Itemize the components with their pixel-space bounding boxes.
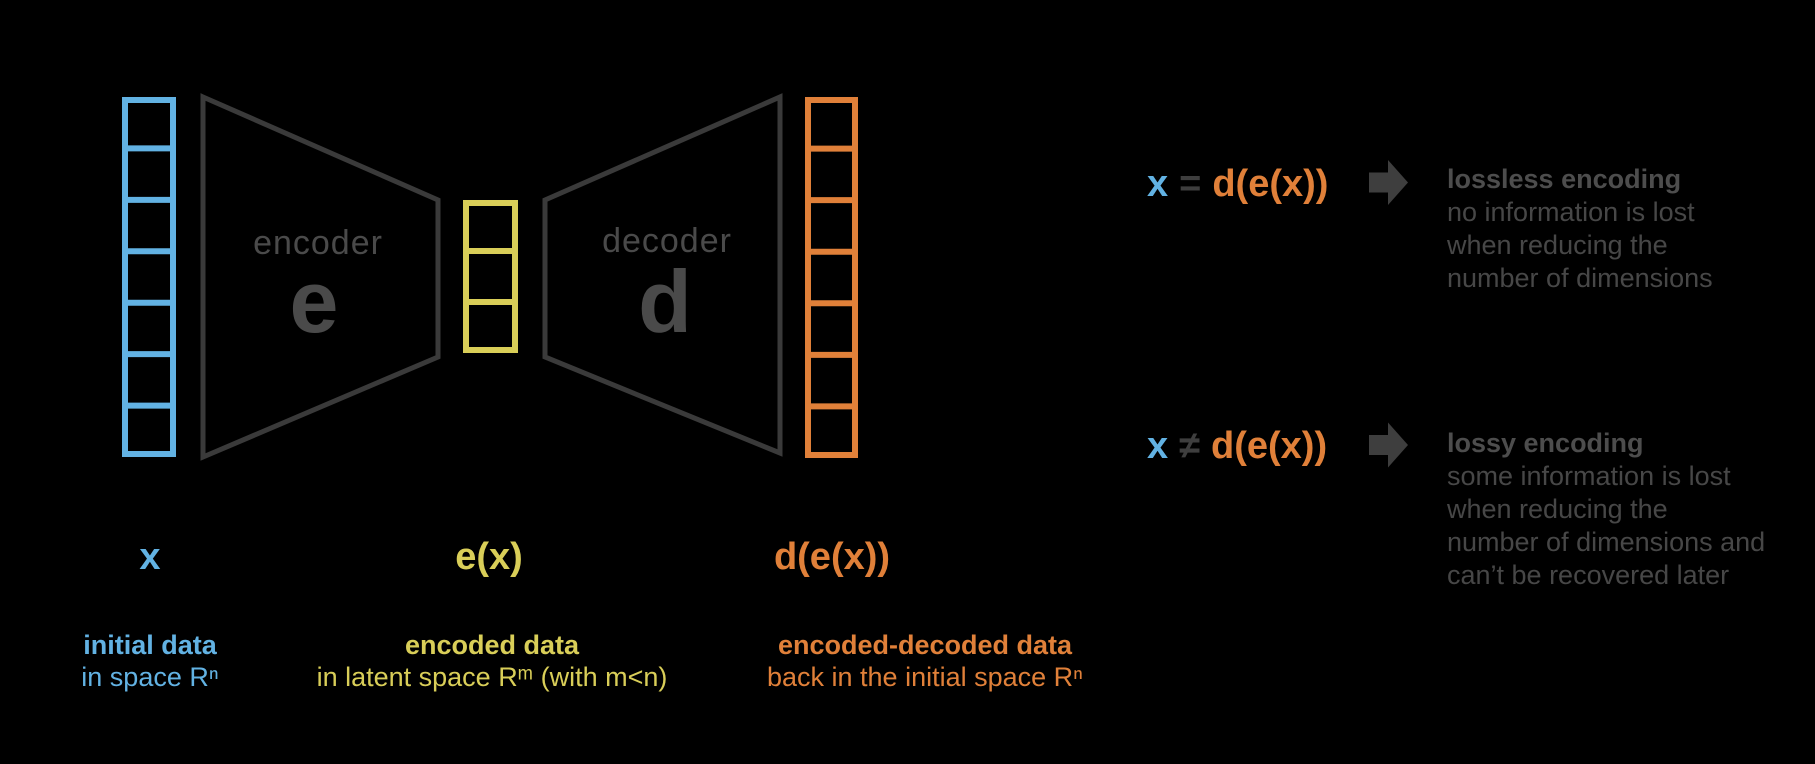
decoder-shape	[542, 93, 783, 457]
note-line: no information is lost	[1447, 197, 1695, 227]
output-caption-subtitle: back in the initial space Rⁿ	[766, 662, 1084, 692]
equation-rhs: d(e(x))	[1212, 163, 1329, 205]
encoder-shape	[200, 93, 441, 461]
output-caption-title: encoded-decoded data	[777, 630, 1073, 660]
input-vector-label: x	[139, 536, 161, 578]
note-line: can’t be recovered later	[1447, 560, 1730, 590]
input-caption-subtitle: in space Rⁿ	[81, 662, 219, 692]
note-line: when reducing the	[1447, 494, 1668, 524]
input-vector	[122, 97, 176, 457]
lossless-note: lossless encoding no information is lost…	[1447, 163, 1713, 295]
equals-operator: =	[1179, 163, 1202, 205]
lossless-equation: x = d(e(x))	[1147, 163, 1328, 205]
equation-lhs: x	[1147, 163, 1169, 205]
encoder-symbol: e	[289, 252, 339, 351]
latent-caption-subtitle: in latent space Rᵐ (with m<n)	[316, 662, 668, 692]
not-equals-operator: ≠	[1179, 425, 1200, 467]
input-caption-title: initial data	[83, 630, 217, 660]
equation-rhs: d(e(x))	[1211, 425, 1328, 467]
latent-vector-label: e(x)	[455, 536, 523, 578]
note-line: when reducing the	[1447, 230, 1668, 260]
note-line: number of dimensions and	[1447, 527, 1766, 557]
output-vector	[805, 97, 858, 458]
latent-caption-title: encoded data	[404, 630, 580, 660]
latent-vector	[463, 200, 518, 353]
note-title: lossless encoding	[1447, 164, 1682, 194]
output-vector-label: d(e(x))	[773, 536, 891, 578]
decoder-label: decoder	[602, 222, 732, 260]
arrow-right-icon	[1369, 160, 1408, 205]
lossy-note: lossy encoding some information is lost …	[1447, 427, 1765, 592]
equation-lhs: x	[1147, 425, 1169, 467]
arrow-right-icon	[1369, 422, 1408, 468]
lossy-equation: x ≠ d(e(x))	[1147, 425, 1327, 467]
note-line: some information is lost	[1447, 461, 1731, 491]
note-title: lossy encoding	[1447, 428, 1644, 458]
encoder-label: encoder	[253, 224, 383, 262]
note-line: number of dimensions	[1447, 263, 1713, 293]
decoder-symbol: d	[638, 252, 692, 351]
